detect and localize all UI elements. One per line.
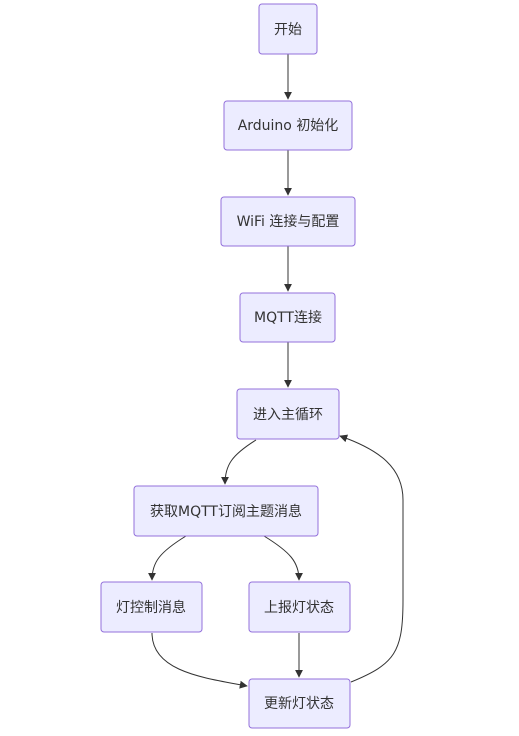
node-update: 更新灯状态 [248, 678, 351, 729]
node-start: 开始 [258, 3, 318, 55]
node-arduino-init: Arduino 初始化 [223, 100, 353, 151]
edge-light-msg-update [151, 632, 248, 689]
node-start-label: 开始 [274, 22, 302, 38]
node-mqtt-label: MQTT连接 [254, 309, 322, 326]
node-report-label: 上报灯状态 [264, 600, 334, 616]
node-main-loop-label: 进入主循环 [253, 407, 323, 423]
edge-get-topic-report [263, 535, 303, 581]
node-arduino-init-label: Arduino 初始化 [238, 117, 339, 134]
edges [148, 54, 404, 689]
node-get-topic-label: 获取MQTT订阅主题消息 [150, 503, 302, 520]
node-report: 上报灯状态 [248, 581, 351, 633]
node-light-msg-label: 灯控制消息 [116, 599, 186, 616]
node-get-topic: 获取MQTT订阅主题消息 [133, 485, 319, 537]
edge-update-main-loop [339, 434, 404, 683]
node-main-loop: 进入主循环 [236, 388, 340, 440]
node-mqtt: MQTT连接 [239, 292, 336, 343]
edge-get-topic-light-msg [148, 535, 187, 581]
edge-main-loop-get-topic [221, 439, 257, 485]
node-light-msg: 灯控制消息 [100, 581, 203, 633]
node-wifi-label: WiFi 连接与配置 [237, 213, 340, 230]
node-update-label: 更新灯状态 [264, 696, 334, 712]
node-wifi: WiFi 连接与配置 [220, 196, 356, 247]
